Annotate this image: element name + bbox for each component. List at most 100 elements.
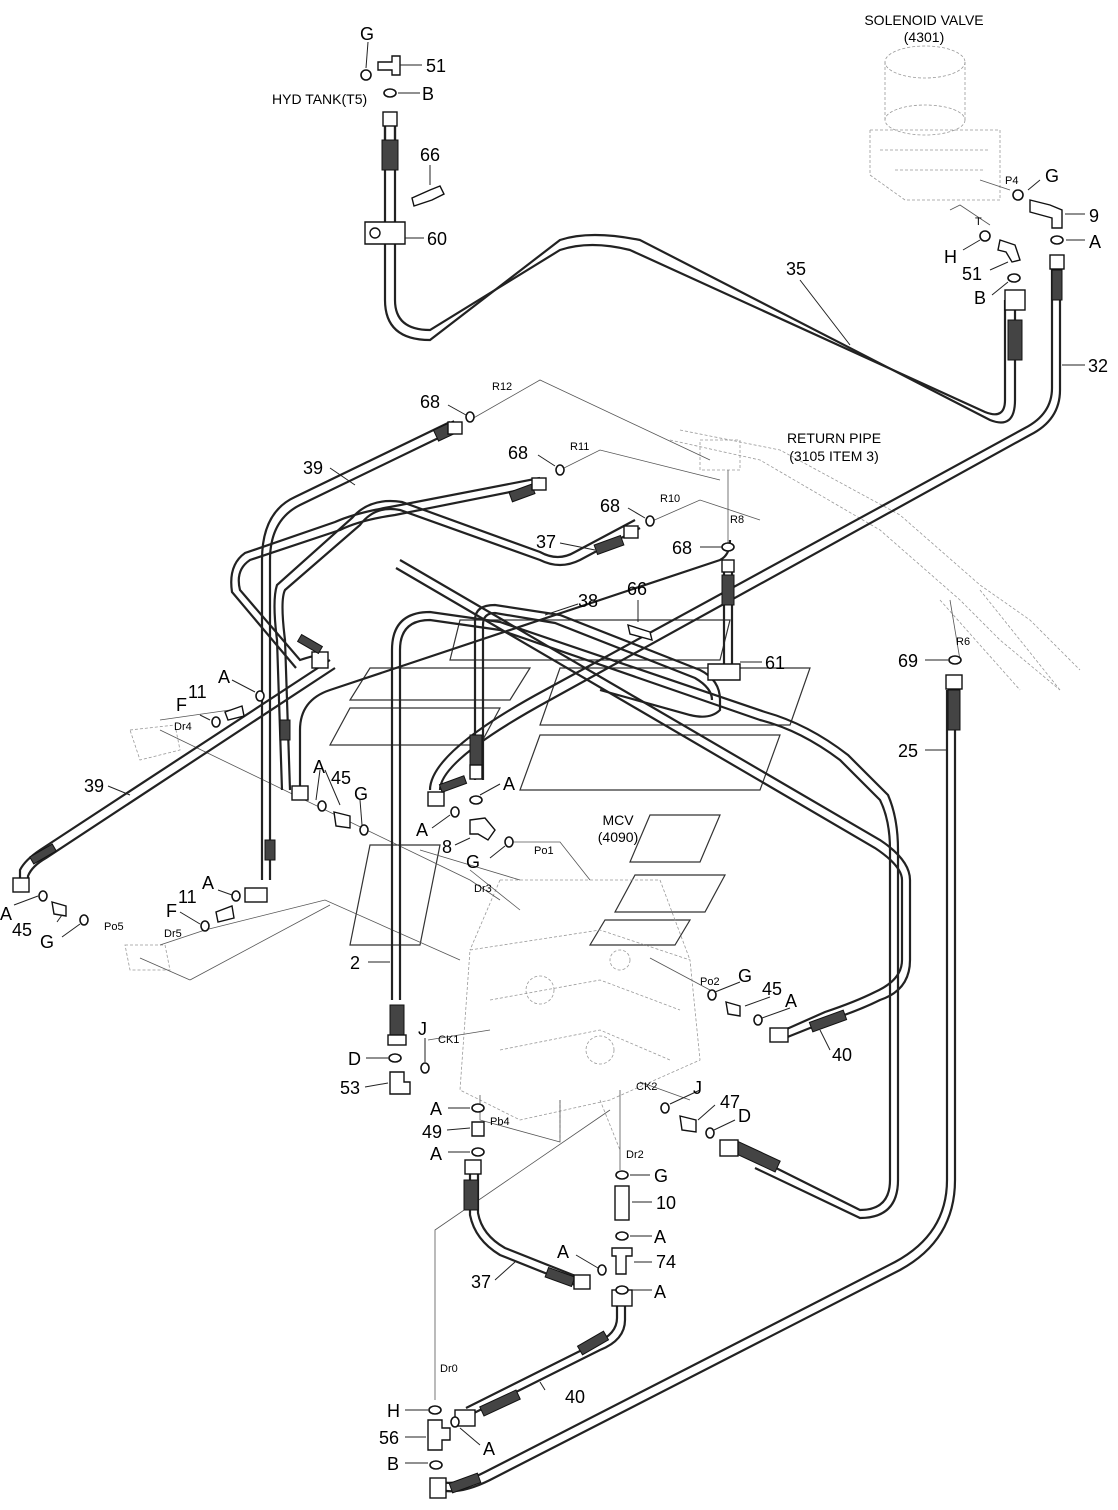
callout-a-pb4b: A xyxy=(430,1144,442,1164)
callout-a-solenoid: A xyxy=(1089,232,1101,252)
fittings xyxy=(38,55,1064,1470)
port-r10: R10 xyxy=(660,493,680,505)
callout-a-dr5: A xyxy=(202,873,214,893)
callout-11-dr4: 11 xyxy=(188,682,207,702)
callout-g-top: G xyxy=(360,24,374,44)
port-r11: R11 xyxy=(570,441,589,453)
reference-lines xyxy=(139,179,1011,1400)
left-fitting-outline xyxy=(124,724,181,971)
solenoid-valve-outline xyxy=(869,45,1001,201)
callout-a-po2: A xyxy=(785,991,797,1011)
callout-h-solenoid: H xyxy=(944,247,957,267)
callout-a-56: A xyxy=(483,1439,495,1459)
caption-return-pipe: RETURN PIPE xyxy=(787,430,881,446)
callout-35: 35 xyxy=(786,259,806,279)
callout-74: 74 xyxy=(656,1252,676,1272)
callout-68-r12: 68 xyxy=(420,392,440,412)
callout-2: 2 xyxy=(350,953,360,973)
callout-9: 9 xyxy=(1089,206,1099,226)
callout-a-dr4: A xyxy=(218,667,230,687)
caption-hyd-tank: HYD TANK(T5) xyxy=(272,91,367,107)
callout-49: 49 xyxy=(422,1122,442,1142)
callout-45-po2: 45 xyxy=(762,979,782,999)
callout-45-left: 45 xyxy=(12,920,32,940)
port-dr4: Dr4 xyxy=(174,721,192,733)
hose-ends xyxy=(12,111,1065,1499)
leader-lines xyxy=(13,41,1085,1464)
callout-a-left: A xyxy=(0,904,12,924)
callout-g-po2: G xyxy=(738,966,752,986)
port-dr2: Dr2 xyxy=(626,1149,644,1161)
port-ck2: CK2 xyxy=(636,1081,657,1093)
callout-56: 56 xyxy=(379,1428,399,1448)
caption-solenoid-valve: SOLENOID VALVE xyxy=(864,12,983,28)
callout-b-bottom: B xyxy=(387,1454,399,1474)
port-p4: P4 xyxy=(1005,175,1018,187)
callout-a-pb4: A xyxy=(430,1099,442,1119)
port-dr5: Dr5 xyxy=(164,928,182,940)
port-dr3: Dr3 xyxy=(474,883,492,895)
callout-53: 53 xyxy=(340,1078,360,1098)
callout-a-mid2: A xyxy=(503,774,515,794)
port-ck1: CK1 xyxy=(438,1034,459,1046)
callout-j-ck2: J xyxy=(693,1078,702,1098)
callout-a-74a: A xyxy=(654,1227,666,1247)
callout-a-74b: A xyxy=(557,1242,569,1262)
callout-d-ck1: D xyxy=(348,1049,361,1069)
callout-32: 32 xyxy=(1088,356,1108,376)
port-po5: Po5 xyxy=(104,921,124,933)
caption-solenoid-valve-number: (4301) xyxy=(904,29,944,45)
callout-68-r8: 68 xyxy=(672,538,692,558)
callout-g-dr2: G xyxy=(654,1166,668,1186)
callout-b-top: B xyxy=(422,84,434,104)
callout-68-r10: 68 xyxy=(600,496,620,516)
port-dr0: Dr0 xyxy=(440,1363,458,1375)
callout-j-ck1: J xyxy=(418,1019,427,1039)
callout-38: 38 xyxy=(578,591,598,611)
port-t: T xyxy=(975,216,982,228)
callout-60: 60 xyxy=(427,229,447,249)
callout-39-top: 39 xyxy=(303,458,323,478)
callout-40-bottom: 40 xyxy=(565,1387,585,1407)
callout-68-r11: 68 xyxy=(508,443,528,463)
caption-mcv: MCV xyxy=(602,812,634,828)
callout-g-left: G xyxy=(40,932,54,952)
callout-51-solenoid: 51 xyxy=(962,264,982,284)
callout-a-bottom: A xyxy=(654,1282,666,1302)
callout-10: 10 xyxy=(656,1193,676,1213)
callout-51-top: 51 xyxy=(426,56,446,76)
callout-40-right: 40 xyxy=(832,1045,852,1065)
port-po1: Po1 xyxy=(534,845,554,857)
callout-f-dr4: F xyxy=(176,695,187,715)
callout-g-mid: G xyxy=(354,784,368,804)
port-pb4: Pb4 xyxy=(490,1116,510,1128)
port-po2: Po2 xyxy=(700,976,720,988)
callout-b-solenoid: B xyxy=(974,288,986,308)
callout-8: 8 xyxy=(442,837,452,857)
callout-a-mid3: A xyxy=(416,820,428,840)
callout-37-bottom: 37 xyxy=(471,1272,491,1292)
caption-return-pipe-item: (3105 ITEM 3) xyxy=(789,448,878,464)
callout-66-mid: 66 xyxy=(627,579,647,599)
callout-g-solenoid: G xyxy=(1045,166,1059,186)
callout-a-mid1: A xyxy=(313,757,325,777)
callout-g-po1: G xyxy=(466,852,480,872)
port-r12: R12 xyxy=(492,381,512,393)
callout-25: 25 xyxy=(898,741,918,761)
callout-45-mid: 45 xyxy=(331,768,351,788)
callout-69: 69 xyxy=(898,651,918,671)
callout-39-left: 39 xyxy=(84,776,104,796)
callout-47: 47 xyxy=(720,1092,740,1112)
callout-d-ck2: D xyxy=(738,1106,751,1126)
callout-11-dr5: 11 xyxy=(178,887,197,907)
port-r8: R8 xyxy=(730,514,744,526)
callout-h-dr0: H xyxy=(387,1401,400,1421)
callout-f-dr5: F xyxy=(166,901,177,921)
port-r6: R6 xyxy=(956,636,970,648)
callout-37-top: 37 xyxy=(536,532,556,552)
caption-mcv-number: (4090) xyxy=(598,829,638,845)
callouts: G 51 B 66 60 G 9 A H 51 B 35 32 68 68 68… xyxy=(0,24,1108,1474)
callout-66-top: 66 xyxy=(420,145,440,165)
